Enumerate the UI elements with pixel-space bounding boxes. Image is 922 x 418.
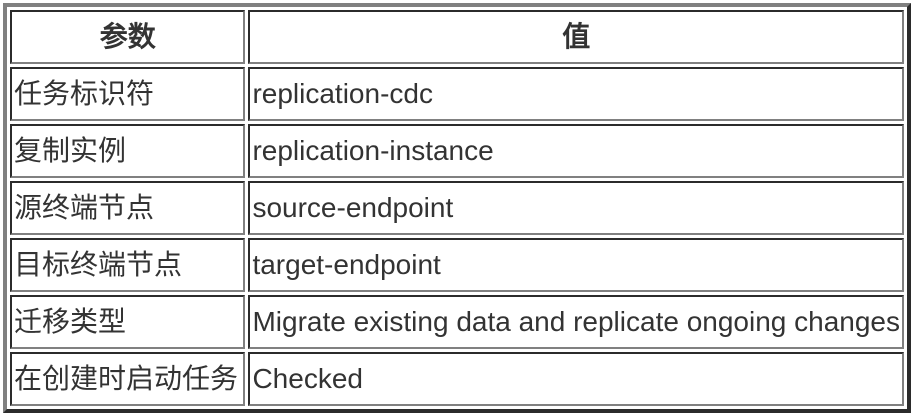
header-row: 参数 值 — [10, 10, 904, 64]
param-cell: 迁移类型 — [10, 295, 246, 349]
param-cell: 源终端节点 — [10, 181, 246, 235]
value-column-header: 值 — [248, 10, 904, 64]
param-cell: 任务标识符 — [10, 67, 246, 121]
table-header: 参数 值 — [10, 10, 904, 64]
value-cell: replication-cdc — [248, 67, 904, 121]
param-cell: 在创建时启动任务 — [10, 352, 246, 406]
parameters-table: 参数 值 任务标识符 replication-cdc 复制实例 replicat… — [3, 3, 911, 413]
table-row: 复制实例 replication-instance — [10, 124, 904, 178]
value-cell: target-endpoint — [248, 238, 904, 292]
table-row: 目标终端节点 target-endpoint — [10, 238, 904, 292]
value-cell: Migrate existing data and replicate ongo… — [248, 295, 904, 349]
param-cell: 复制实例 — [10, 124, 246, 178]
param-cell: 目标终端节点 — [10, 238, 246, 292]
table-row: 源终端节点 source-endpoint — [10, 181, 904, 235]
value-cell: Checked — [248, 352, 904, 406]
table-row: 任务标识符 replication-cdc — [10, 67, 904, 121]
value-cell: replication-instance — [248, 124, 904, 178]
table-body: 任务标识符 replication-cdc 复制实例 replication-i… — [10, 67, 904, 406]
value-cell: source-endpoint — [248, 181, 904, 235]
table-row: 迁移类型 Migrate existing data and replicate… — [10, 295, 904, 349]
param-column-header: 参数 — [10, 10, 246, 64]
table-row: 在创建时启动任务 Checked — [10, 352, 904, 406]
